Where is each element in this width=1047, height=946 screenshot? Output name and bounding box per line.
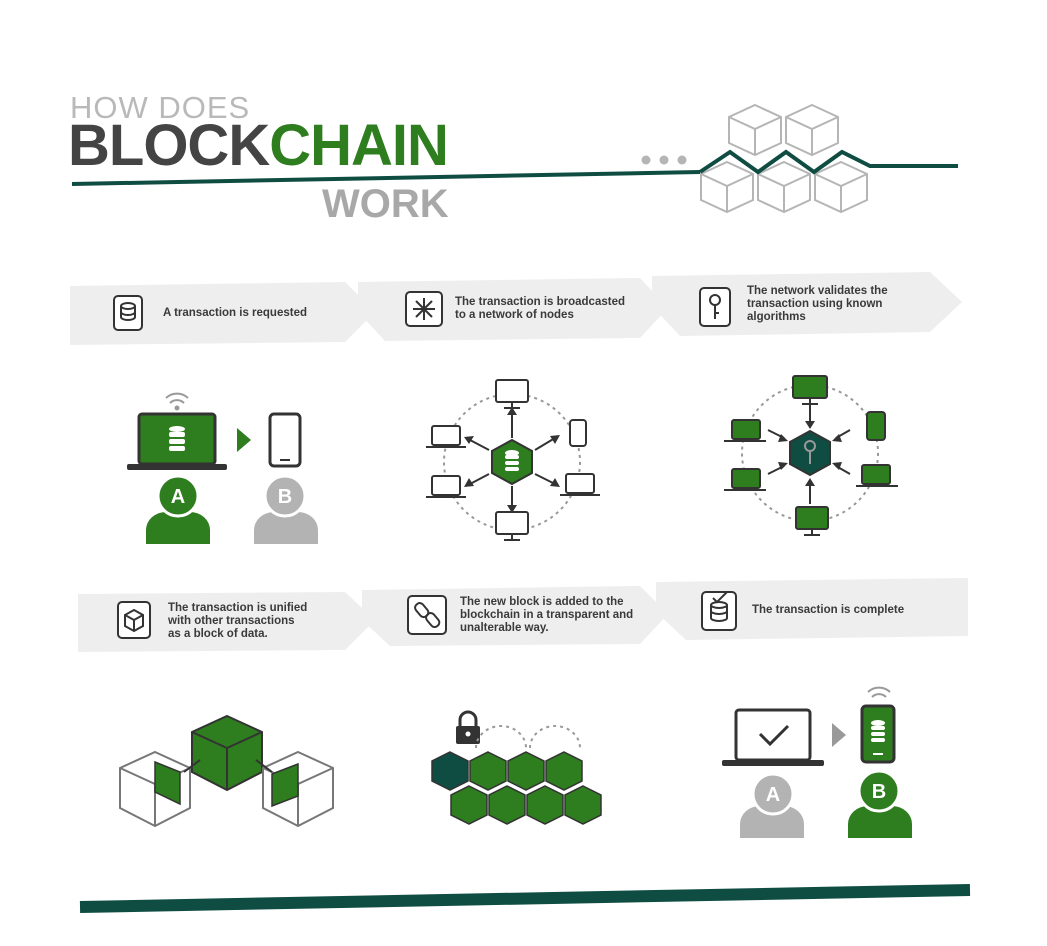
step-6-label: The transaction is complete xyxy=(752,604,904,617)
footer-bar xyxy=(79,884,971,913)
chain-links-arcs xyxy=(475,725,581,749)
title-blockchain: BLOCKCHAIN xyxy=(68,112,449,179)
green-cube-center-icon xyxy=(191,714,263,792)
user-a-letter-2: A xyxy=(766,784,780,806)
key-icon xyxy=(699,287,731,327)
phone-b-database-icon xyxy=(860,704,896,764)
step-1-line-1: A transaction is requested xyxy=(163,307,308,319)
step-2-line-2: to a network of nodes xyxy=(455,309,574,321)
step-3-label: The network validates the transaction us… xyxy=(747,285,888,324)
user-a-avatar: A xyxy=(146,474,210,544)
title-work: WORK xyxy=(322,182,449,226)
step-6-line-1: The transaction is complete xyxy=(752,604,905,616)
wifi-b-icon xyxy=(867,686,891,698)
step-5-line-2: blockchain in a transparent and xyxy=(460,609,634,621)
wifi-icon xyxy=(165,392,189,411)
outline-cube-left-icon xyxy=(119,750,191,828)
panel-complete: A B xyxy=(722,686,912,838)
dot-2 xyxy=(659,155,669,165)
step-5-label: The new block is added to the blockchain… xyxy=(460,596,633,635)
user-b-avatar: B xyxy=(254,474,318,544)
step-2-line-1: The transaction is broadcasted xyxy=(455,296,625,308)
title-chain: CHAIN xyxy=(269,113,449,178)
title-block: BLOCK xyxy=(68,113,270,178)
chain-link-icon xyxy=(407,595,447,635)
broadcast-devices-icon xyxy=(426,379,600,541)
arrow-right-grey-icon xyxy=(832,723,846,747)
step-4-line-2: with other transactions xyxy=(168,615,295,627)
user-b-letter-2: B xyxy=(872,781,886,803)
step-1-label: A transaction is requested xyxy=(163,307,307,320)
dot-3 xyxy=(677,155,687,165)
title-how-does: HOW DOES xyxy=(70,90,251,125)
step-3-line-3: algorithms xyxy=(747,311,806,323)
database-icon xyxy=(113,295,143,331)
user-b-letter: B xyxy=(278,486,292,508)
panel-validate xyxy=(724,375,898,536)
database-check-icon xyxy=(701,591,737,631)
step-4-line-1: The transaction is unified xyxy=(168,602,308,614)
step-4-line-3: as a block of data. xyxy=(168,628,268,640)
arrow-right-icon xyxy=(237,428,251,452)
user-a-letter: A xyxy=(171,486,185,508)
block-grid-icon xyxy=(431,751,602,825)
user-b-avatar-green: B xyxy=(848,769,912,838)
step-3-line-2: transaction using known xyxy=(747,298,883,310)
cube-icon xyxy=(117,601,151,639)
dot-1 xyxy=(641,155,651,165)
phone-b-icon xyxy=(268,412,302,468)
outline-cube-right-icon xyxy=(262,750,334,828)
user-a-avatar-grey: A xyxy=(740,772,804,838)
laptop-a-icon xyxy=(127,412,227,470)
header-cubes-icon xyxy=(700,103,868,214)
panel-block-data xyxy=(119,714,334,828)
panel-broadcast xyxy=(426,379,600,541)
step-5-line-3: unalterable way. xyxy=(460,622,549,634)
step-3-line-1: The network validates the xyxy=(747,285,888,297)
validating-devices-icon xyxy=(724,375,898,536)
header-zigzag-line xyxy=(698,149,958,175)
panel-request: A B xyxy=(127,392,318,544)
step-2-label: The transaction is broadcasted to a netw… xyxy=(455,296,625,322)
panel-chain-blocks xyxy=(431,710,602,825)
step-5-line-1: The new block is added to the xyxy=(460,596,624,608)
header-underline xyxy=(71,170,701,186)
network-icon xyxy=(405,291,443,327)
padlock-icon xyxy=(456,710,480,744)
laptop-check-icon xyxy=(722,708,824,766)
step-4-label: The transaction is unified with other tr… xyxy=(168,602,307,641)
